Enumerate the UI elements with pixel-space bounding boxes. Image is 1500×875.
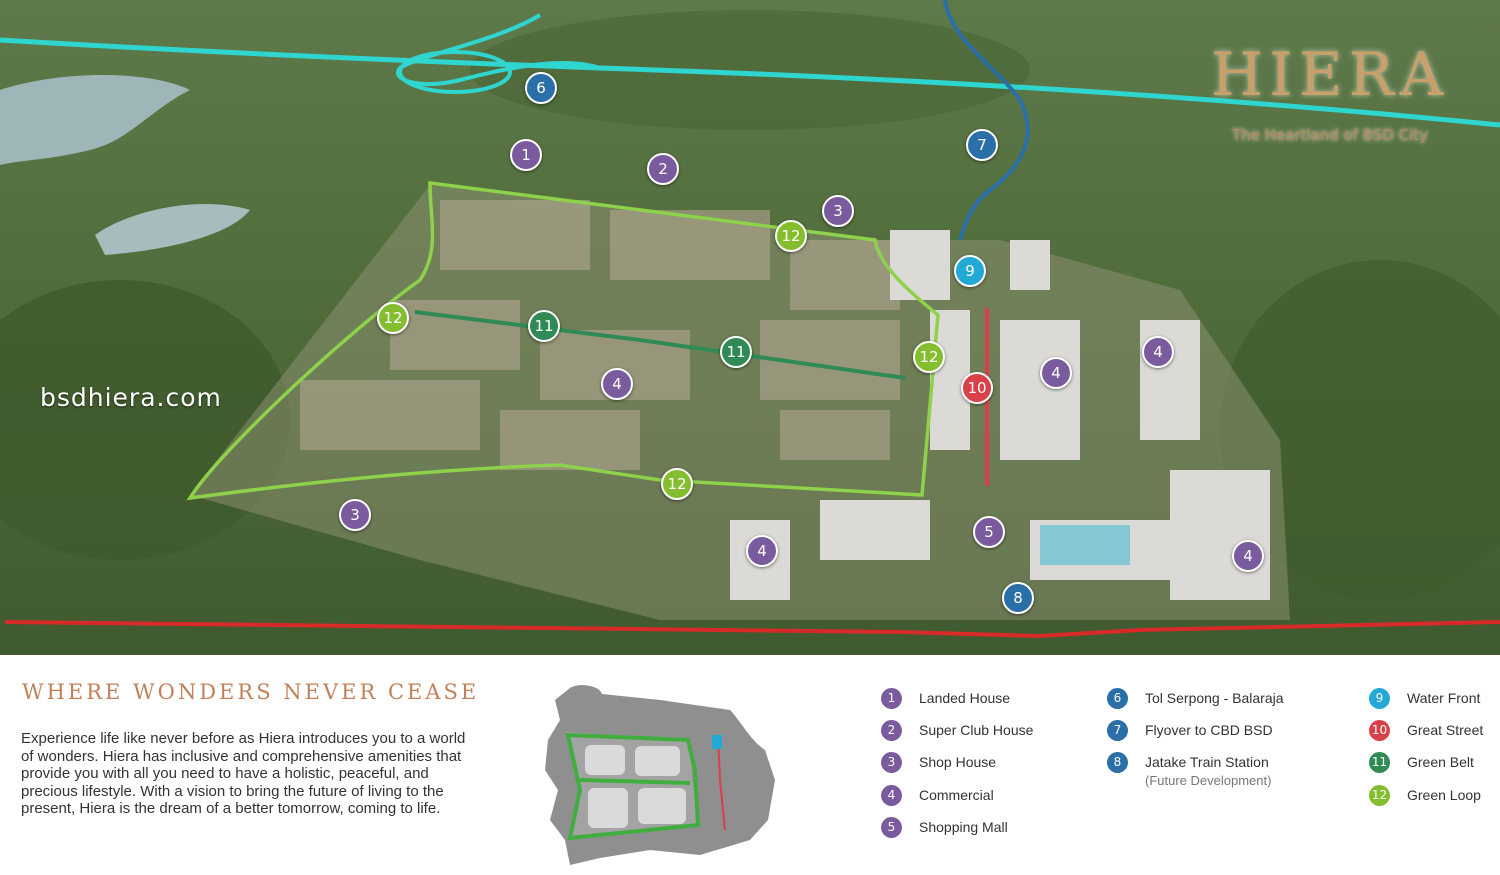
legend-item-green-loop: 12 Green Loop — [1369, 785, 1481, 807]
logo-title: HIERA — [1210, 40, 1450, 110]
lake — [95, 204, 250, 255]
legend-number-badge: 8 — [1107, 752, 1128, 773]
legend-label: Water Front — [1407, 690, 1481, 706]
logo-subtitle: The Heartland of BSD City — [1231, 126, 1429, 144]
legend-item-shopping-mall: 5 Shopping Mall — [881, 817, 1008, 839]
legend-label: Jatake Train Station (Future Development… — [1145, 752, 1271, 789]
legend-label: Great Street — [1407, 722, 1484, 738]
map-marker-shop-house[interactable]: 3 — [822, 195, 854, 227]
legend-number-badge: 2 — [881, 720, 902, 741]
legend-label: Landed House — [919, 690, 1011, 706]
legend-item-landed-house: 1 Landed House — [881, 688, 1010, 710]
aerial-map-graphic — [0, 0, 1500, 655]
legend-item-super-club-house: 2 Super Club House — [881, 720, 1033, 742]
map-marker-great-street[interactable]: 10 — [961, 372, 993, 404]
legend-label: Shopping Mall — [919, 819, 1008, 835]
map-marker-shopping-mall[interactable]: 5 — [973, 516, 1005, 548]
map-marker-green-loop[interactable]: 12 — [775, 220, 807, 252]
legend-number-badge: 3 — [881, 752, 902, 773]
legend-number-badge: 7 — [1107, 720, 1128, 741]
map-marker-commercial[interactable]: 4 — [601, 368, 633, 400]
legend-number-badge: 5 — [881, 817, 902, 838]
rail-line — [4, 620, 1500, 639]
map-marker-landed-house[interactable]: 1 — [510, 139, 542, 171]
legend-label: Green Loop — [1407, 787, 1481, 803]
map-marker-commercial[interactable]: 4 — [1142, 336, 1174, 368]
legend-label: Green Belt — [1407, 754, 1474, 770]
legend-number-badge: 4 — [881, 785, 902, 806]
legend-label: Super Club House — [919, 722, 1034, 738]
legend-label: Shop House — [919, 754, 997, 770]
flyover — [943, 0, 1030, 241]
hiera-logo: HIERA The Heartland of BSD City — [1206, 28, 1454, 164]
map-marker-commercial[interactable]: 4 — [746, 535, 778, 567]
legend-item-great-street: 10 Great Street — [1369, 720, 1483, 742]
legend-item-shop-house: 3 Shop House — [881, 752, 996, 774]
legend-label: Commercial — [919, 787, 994, 803]
legend-label-main: Jatake Train Station — [1145, 754, 1269, 770]
legend-item-green-belt: 11 Green Belt — [1369, 752, 1474, 774]
map-marker-commercial[interactable]: 4 — [1232, 540, 1264, 572]
map-marker-shop-house[interactable]: 3 — [339, 499, 371, 531]
legend-number-badge: 10 — [1369, 720, 1390, 741]
aerial-masterplan-map: bsdhiera.com HIERA The Heartland of BSD … — [0, 0, 1500, 655]
section-heading: WHERE WONDERS NEVER CEASE — [22, 680, 480, 704]
map-marker-green-belt[interactable]: 11 — [528, 310, 560, 342]
map-marker-toll-road[interactable]: 6 — [525, 72, 557, 104]
legend-item-toll-road: 6 Tol Serpong - Balaraja — [1107, 688, 1284, 710]
legend-label: Tol Serpong - Balaraja — [1145, 690, 1284, 706]
legend-number-badge: 12 — [1369, 785, 1390, 806]
lake — [0, 75, 190, 165]
watermark-text: bsdhiera.com — [40, 383, 222, 412]
map-marker-green-loop[interactable]: 12 — [377, 302, 409, 334]
legend-label: Flyover to CBD BSD — [1145, 722, 1273, 738]
legend-number-badge: 1 — [881, 688, 902, 709]
green-loop-line — [186, 181, 940, 501]
toll-road — [0, 37, 1500, 128]
legend-number-badge: 6 — [1107, 688, 1128, 709]
map-marker-water-front[interactable]: 9 — [954, 255, 986, 287]
description-paragraph: Experience life like never before as Hie… — [21, 730, 466, 817]
map-marker-commercial[interactable]: 4 — [1040, 357, 1072, 389]
map-marker-green-belt[interactable]: 11 — [720, 336, 752, 368]
map-marker-flyover[interactable]: 7 — [966, 129, 998, 161]
minimap-graphic — [545, 685, 775, 865]
site-minimap — [540, 680, 780, 870]
legend-number-badge: 11 — [1369, 752, 1390, 773]
legend-item-flyover: 7 Flyover to CBD BSD — [1107, 720, 1273, 742]
legend-item-water-front: 9 Water Front — [1369, 688, 1480, 710]
legend-label-note: (Future Development) — [1145, 773, 1272, 788]
green-belt-line — [414, 310, 906, 380]
map-marker-green-loop[interactable]: 12 — [913, 341, 945, 373]
map-marker-super-club-house[interactable]: 2 — [647, 153, 679, 185]
legend-item-commercial: 4 Commercial — [881, 785, 994, 807]
map-marker-train-station[interactable]: 8 — [1002, 582, 1034, 614]
legend-number-badge: 9 — [1369, 688, 1390, 709]
legend-item-train-station: 8 Jatake Train Station (Future Developme… — [1107, 752, 1271, 788]
map-marker-green-loop[interactable]: 12 — [661, 468, 693, 500]
